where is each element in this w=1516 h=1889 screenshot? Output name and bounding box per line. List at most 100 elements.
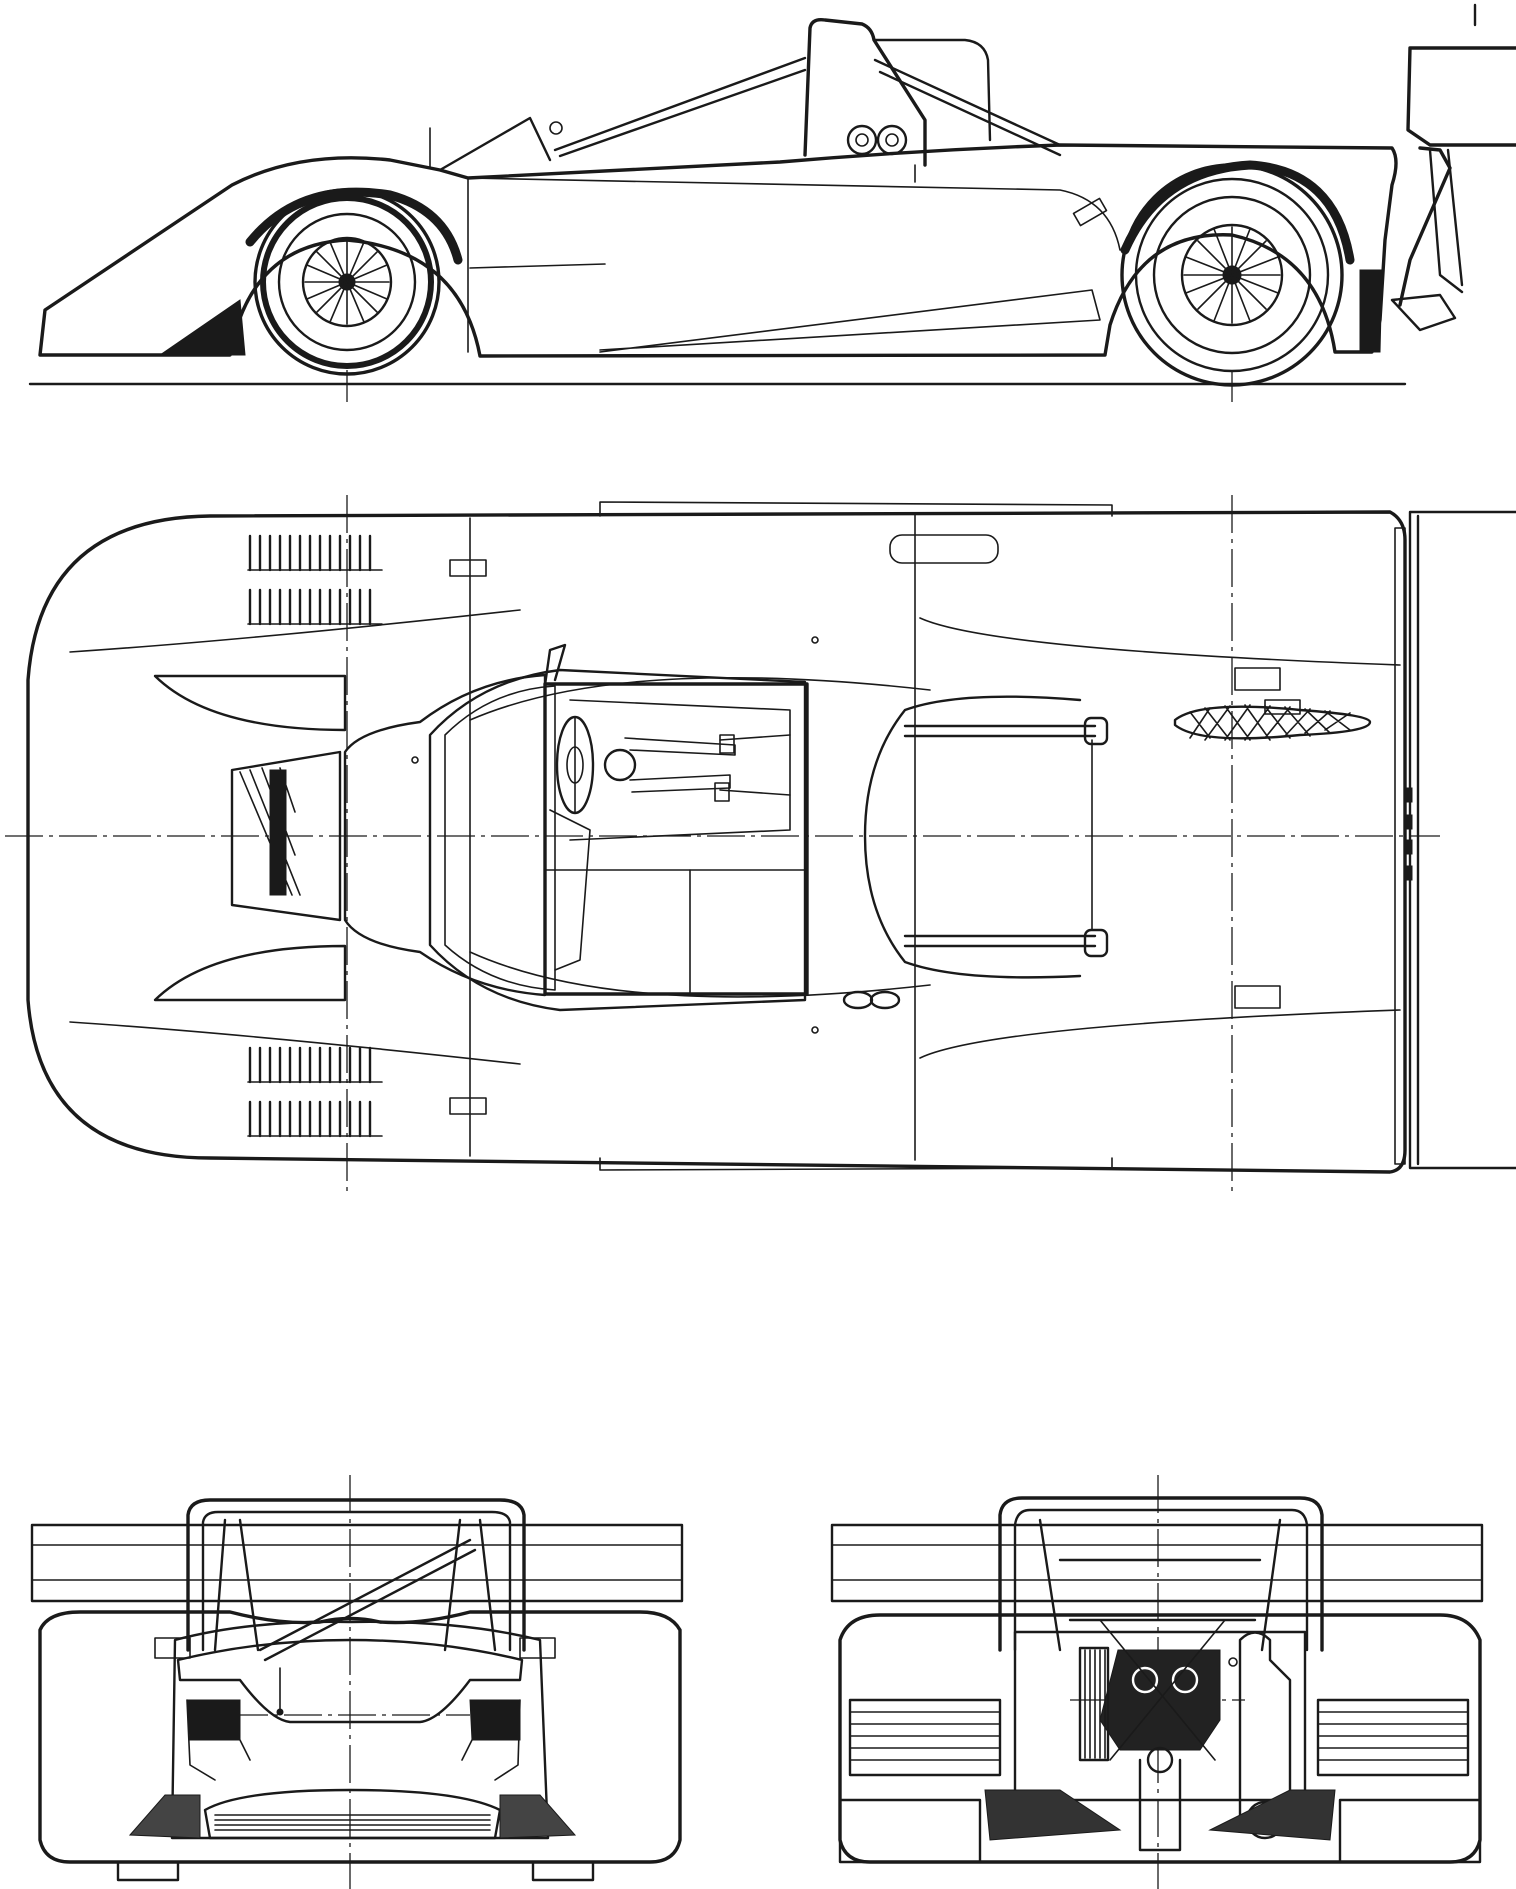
top-buckle-upper <box>719 734 735 754</box>
rear-brace <box>1099 1619 1226 1761</box>
top-mesh-intake <box>1173 699 1372 741</box>
front-tire-left <box>116 1860 180 1882</box>
top-mirror-stalk <box>543 643 567 687</box>
front-body-outline <box>38 1610 682 1864</box>
top-rear-wing <box>1408 510 1516 1170</box>
front-tire-right <box>531 1860 595 1882</box>
top-radiator-duct <box>230 750 342 922</box>
side-rollbar-brace <box>553 56 807 158</box>
top-bolt <box>411 756 419 764</box>
top-roll-hoop-tubes <box>903 716 1109 958</box>
front-nose-panel <box>176 1638 524 1724</box>
top-radiator-core <box>239 767 301 896</box>
top-buckle-lower <box>714 782 730 802</box>
top-harness-straps <box>624 734 791 796</box>
rear-roll-hoop <box>998 1496 1324 1652</box>
top-nose-crease-right <box>69 1021 521 1065</box>
side-airbox <box>803 17 927 167</box>
side-rear-headrest <box>872 38 992 142</box>
top-cockpit-inner <box>444 685 556 991</box>
top-roll-hoop <box>863 695 1082 979</box>
rear-light <box>1228 1657 1238 1667</box>
top-tail-light <box>1234 985 1281 1009</box>
side-rear-wheel <box>1120 163 1344 387</box>
side-front-wheel <box>253 188 441 376</box>
rear-upright <box>1138 1758 1182 1852</box>
side-door-top <box>467 177 1121 251</box>
side-door-line <box>469 263 606 269</box>
front-grille <box>203 1788 502 1840</box>
rear-diff-hub <box>1146 1746 1174 1774</box>
side-rear-wheel-spokes <box>1183 226 1281 324</box>
top-fender-crease-r <box>469 951 1401 1059</box>
top-cockpit-opening <box>543 682 809 996</box>
side-rear-brace <box>873 58 1062 157</box>
top-hood-latch <box>449 559 487 577</box>
front-air-vent-right <box>499 1794 577 1839</box>
top-side-pod-upper <box>599 501 1113 517</box>
rear-suspension-right <box>1208 1789 1336 1841</box>
front-headlight-left <box>186 1699 241 1741</box>
top-side-vent <box>889 534 999 564</box>
top-left-intake <box>153 674 347 732</box>
side-view <box>28 3 1516 402</box>
top-nose-crease-left <box>69 609 521 653</box>
front-fender-left <box>186 1699 251 1781</box>
front-view <box>30 1475 684 1889</box>
side-exhaust-icon <box>846 124 908 156</box>
top-vent-louvers <box>247 534 383 1138</box>
front-hoop-brace <box>213 1518 497 1662</box>
front-headlight-right <box>469 1699 521 1741</box>
front-fender-right <box>461 1699 521 1781</box>
top-exhaust-icon <box>842 990 901 1010</box>
side-rear-diffuser <box>1359 269 1383 353</box>
rear-cooler-fins <box>1084 1649 1106 1759</box>
rear-tire-right <box>1338 1798 1482 1864</box>
rear-view <box>830 1475 1484 1889</box>
front-rear-wing <box>30 1523 684 1603</box>
rear-suspension-left <box>984 1789 1122 1841</box>
side-windscreen <box>438 116 552 172</box>
top-right-intake <box>153 944 347 1002</box>
front-mirror-right <box>519 1637 556 1659</box>
top-rear-panel <box>1394 527 1406 1165</box>
top-wing-mounts <box>1405 787 1413 881</box>
side-front-arch <box>245 187 463 265</box>
side-rear-wing <box>1398 46 1516 307</box>
rear-oil-cooler <box>1078 1646 1110 1762</box>
rear-tire-left <box>838 1798 982 1864</box>
top-side-pod-lower <box>599 1157 1113 1171</box>
top-pedal-box <box>549 809 591 971</box>
front-body-inner <box>170 1620 550 1840</box>
side-wing-strut <box>1428 148 1464 294</box>
top-seat-outline <box>569 699 791 841</box>
top-driver-helmet <box>603 748 637 782</box>
top-view <box>5 495 1516 1195</box>
side-front-wheel-spokes <box>304 239 390 325</box>
rear-muffler <box>1238 1631 1292 1822</box>
top-fender-crease-l <box>469 617 1401 721</box>
top-bolt <box>811 1026 819 1034</box>
top-body-outline <box>26 510 1407 1174</box>
top-hood-latch <box>449 1097 487 1115</box>
front-antenna-base <box>276 1708 284 1716</box>
rear-louvers-right <box>1316 1698 1470 1777</box>
front-air-vent-left <box>128 1794 201 1839</box>
top-tail-light <box>1234 667 1281 691</box>
rear-louvers-left <box>848 1698 1002 1777</box>
rear-hoop-inner <box>1013 1508 1309 1652</box>
steering-wheel-icon <box>555 715 595 815</box>
side-fuel-cap <box>1072 197 1108 227</box>
side-rear-suspension <box>1390 293 1457 332</box>
side-nose-splitter <box>158 299 246 356</box>
side-mirror <box>549 121 563 135</box>
side-rear-arch <box>1120 160 1355 265</box>
front-roll-hoop-inner <box>201 1510 512 1652</box>
top-bolt <box>811 636 819 644</box>
front-roll-hoop <box>186 1498 526 1652</box>
rear-exhaust-left <box>1131 1666 1159 1694</box>
rear-hoop-brace <box>1038 1518 1282 1652</box>
front-mirror-left <box>154 1637 191 1659</box>
rear-wing <box>830 1523 1484 1603</box>
